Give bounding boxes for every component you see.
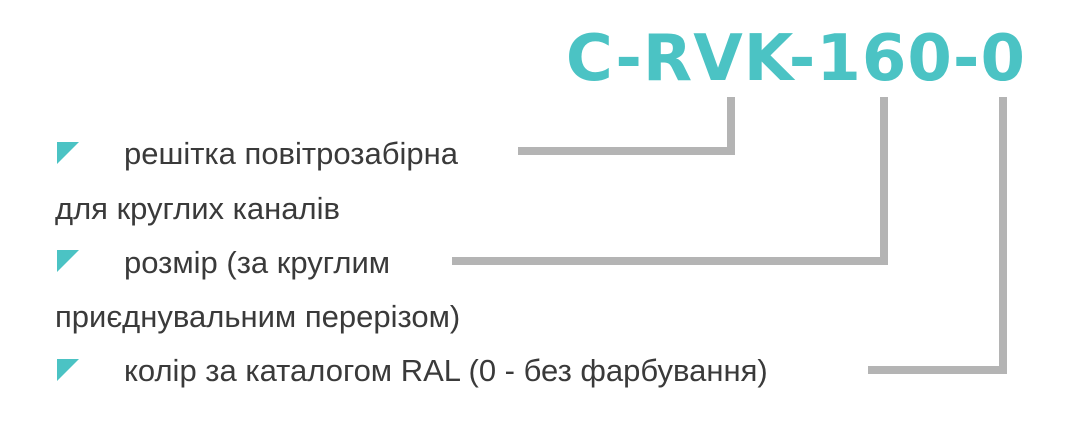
item-color-line1: колір за каталогом RAL (0 - без фарбуван… xyxy=(124,353,768,388)
bullet-marker-size xyxy=(57,250,79,272)
connector-type xyxy=(518,97,735,155)
item-size-line2: приєднувальним перерізом) xyxy=(55,299,461,334)
bullet-marker-color xyxy=(57,359,79,381)
item-type-line1: решітка повітрозабірна xyxy=(124,136,458,171)
product-code: C-RVK-160-0 xyxy=(565,22,1026,96)
item-type-line2: для круглих каналів xyxy=(55,191,340,226)
connector-color xyxy=(868,97,1007,374)
connector-size xyxy=(452,97,888,265)
item-size-line1: розмір (за круглим xyxy=(124,245,391,280)
bullet-marker-type xyxy=(57,142,79,164)
